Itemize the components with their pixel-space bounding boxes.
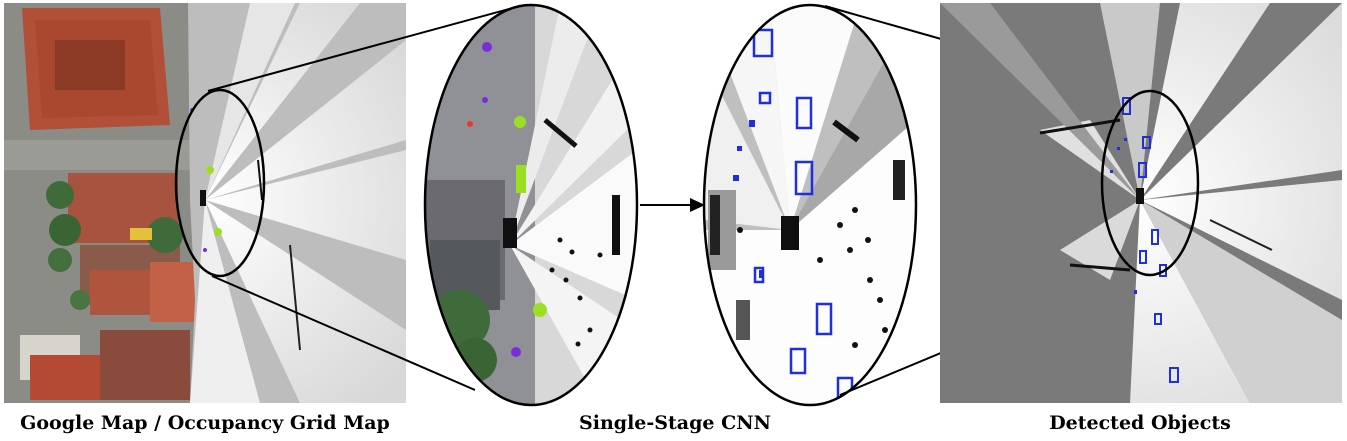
right-panel	[940, 3, 1342, 403]
zoomed-map-outline	[423, 3, 639, 407]
zoom-region-ellipse-left	[174, 88, 266, 278]
aerial-imagery	[4, 3, 204, 403]
occupancy-grid-overlay	[188, 3, 406, 403]
cnn-output-outline	[702, 3, 918, 407]
cnn-output-ellipse	[704, 5, 916, 405]
arrow-right-icon	[690, 198, 705, 212]
zoom-line-top-left	[207, 5, 521, 92]
zoom-line-bottom-left	[211, 275, 476, 391]
zoomed-map-ellipse	[425, 5, 637, 405]
caption-left: Google Map / Occupancy Grid Map	[20, 412, 390, 434]
caption-right: Detected Objects	[1049, 412, 1231, 434]
left-panel	[4, 3, 406, 403]
caption-middle: Single-Stage CNN	[579, 412, 771, 434]
zoom-region-ellipse-right	[1100, 89, 1200, 277]
